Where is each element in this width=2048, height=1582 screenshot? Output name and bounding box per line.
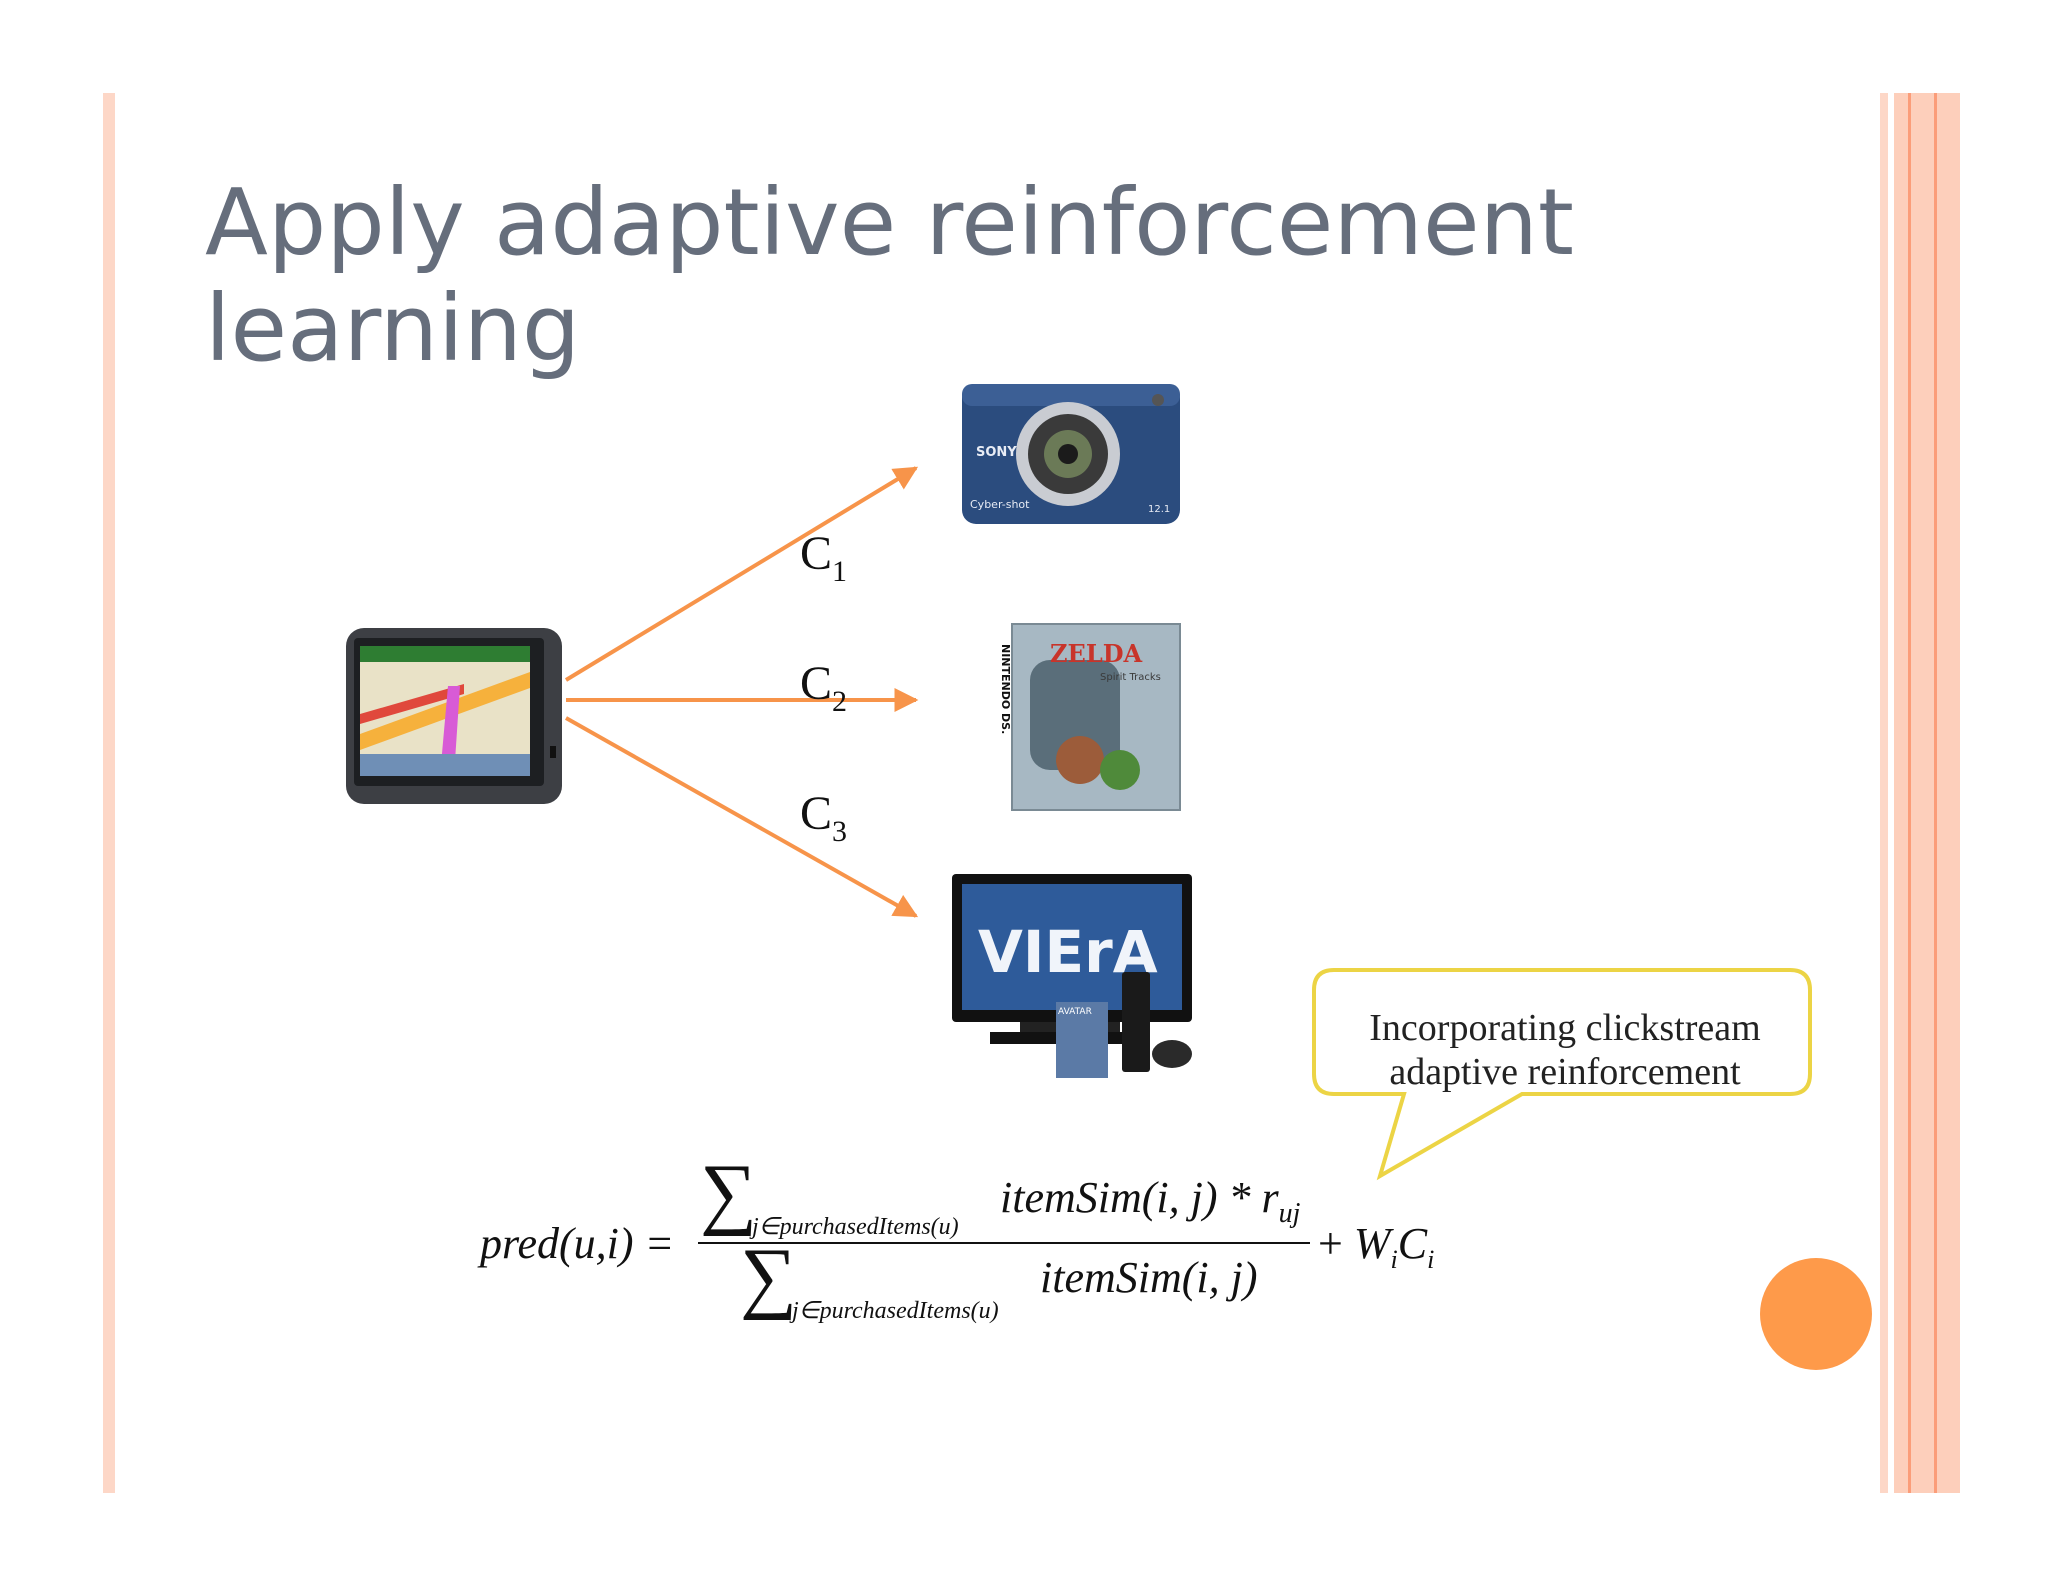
formula-lhs: pred(u,i) = [480, 1219, 675, 1268]
slide-title: Apply adaptive reinforcement learning [205, 169, 1574, 382]
game-subtitle-text: Spirit Tracks [1100, 672, 1161, 683]
right-stripe-divider [1908, 93, 1911, 1493]
right-stripe-divider-2 [1934, 93, 1937, 1493]
denominator-subscript: j∈purchasedItems(u) [792, 1298, 999, 1324]
numerator-term-sub: uj [1278, 1197, 1301, 1229]
edge-label-c2-index: 2 [832, 685, 848, 718]
formula-weight: W [1353, 1219, 1391, 1268]
numerator-term: itemSim(i, j) * ruj [1000, 1172, 1300, 1230]
numerator-subscript: j∈purchasedItems(u) [752, 1214, 959, 1240]
formula-coef: C [1397, 1219, 1428, 1268]
camera-model-text: Cyber-shot [970, 498, 1030, 511]
formula-coef-sub: i [1427, 1244, 1435, 1274]
callout-bubble [1312, 968, 1812, 1181]
right-stripe-thin [1880, 93, 1888, 1493]
arrow-to-camera [564, 466, 919, 682]
formula-plus: + [1318, 1219, 1343, 1268]
edge-label-c2-main: C [800, 657, 833, 710]
left-stripe [103, 93, 115, 1493]
camera-brand-text: SONY [976, 445, 1017, 460]
formula-weight-sub: i [1390, 1244, 1398, 1274]
numerator-term-main: itemSim(i, j) * r [1000, 1173, 1279, 1222]
edge-label-c1-main: C [800, 527, 833, 580]
accent-circle [1760, 1258, 1872, 1370]
edge-label-c3: C3 [800, 786, 847, 849]
denominator-sum-symbol: ∑ [740, 1233, 798, 1321]
movie-title-text: AVATAR [1058, 1007, 1092, 1017]
callout-line-2: adaptive reinforcement [1389, 1051, 1741, 1093]
denominator-term: itemSim(i, j) [1040, 1253, 1258, 1302]
gps-navigator-icon [346, 628, 562, 804]
numerator-sum-symbol: ∑ [700, 1149, 758, 1237]
digital-camera-icon: SONY Cyber-shot 12.1 [962, 384, 1180, 524]
arrow-to-tv [565, 716, 919, 918]
edge-label-c3-index: 3 [832, 815, 848, 848]
formula-plus-term: + WiCi [1318, 1218, 1434, 1275]
tv-game-console-icon: VIErA AVATAR [952, 874, 1192, 1078]
edge-label-c2: C2 [800, 656, 847, 719]
game-side-text: NINTENDO DS. [999, 644, 1012, 734]
edge-label-c1: C1 [800, 526, 847, 589]
right-stripe-wide [1894, 93, 1960, 1493]
camera-size-text: 12.1 [1148, 504, 1170, 515]
callout-line-1: Incorporating clickstream [1369, 1007, 1761, 1049]
fraction-bar [698, 1242, 1310, 1244]
nintendo-ds-game-icon: ZELDA Spirit Tracks NINTENDO DS. [990, 620, 1184, 814]
callout-text: Incorporating clickstream adaptive reinf… [1320, 1006, 1810, 1094]
game-title-text: ZELDA [1050, 639, 1143, 668]
edge-label-c1-index: 1 [832, 555, 848, 588]
edge-label-c3-main: C [800, 787, 833, 840]
